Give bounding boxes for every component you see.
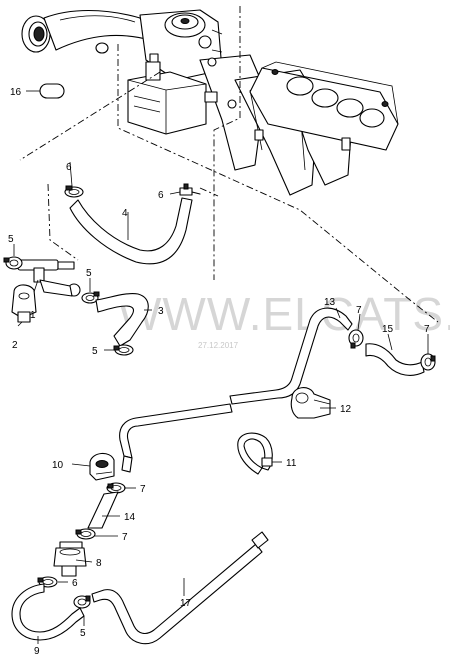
pipe-17-end (251, 531, 269, 549)
callout-7-mid-a: 7 (140, 484, 146, 495)
hose-clamp-6-top (64, 185, 84, 198)
clamp-5-mid (81, 291, 100, 304)
clamp-7-right-b (420, 353, 436, 371)
clamp-7-mid-a (106, 482, 126, 494)
callout-5-left: 5 (8, 234, 14, 245)
hose-9 (11, 583, 85, 641)
clamp-7-mid-b (75, 528, 96, 540)
callout-1: 1 (30, 310, 36, 321)
callout-5-lower: 5 (92, 346, 98, 357)
clamp-7-right-a (348, 329, 364, 349)
bracket-2 (11, 284, 37, 323)
gasket-16 (39, 83, 65, 99)
clamp-5-bottom (73, 595, 91, 609)
callout-12: 12 (340, 404, 352, 415)
reference-line-tee (47, 183, 79, 261)
leader-lines (13, 90, 429, 644)
reference-line-manifold (117, 44, 439, 323)
callout-labels: 16 6 6 4 5 5 1 2 3 5 13 7 15 7 12 11 10 … (8, 87, 430, 657)
reference-line-left (19, 71, 161, 161)
pipe-middle (119, 403, 233, 459)
date-stamp: 27.12.2017 (198, 341, 239, 350)
reference-line-screw (199, 187, 219, 197)
reference-line-right (213, 6, 241, 280)
callout-8: 8 (96, 558, 102, 569)
callout-7-right-b: 7 (424, 324, 430, 335)
callout-13: 13 (324, 297, 336, 308)
callout-6-lower: 6 (72, 578, 78, 589)
hose-4 (69, 197, 193, 265)
pipe-17 (91, 543, 263, 645)
clamp-5-lower (113, 344, 134, 356)
callout-5-bottom: 5 (80, 628, 86, 639)
callout-6-top: 6 (66, 162, 72, 173)
callout-3: 3 (158, 306, 164, 317)
hose-14 (87, 491, 119, 529)
intake-manifold (21, 9, 399, 196)
cable-tie-11 (237, 432, 273, 475)
watermark: WWW.ELCATS.RU (118, 288, 450, 340)
hose-15 (365, 343, 425, 376)
callout-17: 17 (180, 598, 192, 609)
callout-15: 15 (382, 324, 394, 335)
callout-16: 16 (10, 87, 22, 98)
bracket-12 (290, 387, 331, 419)
callout-4: 4 (122, 208, 128, 219)
callout-5-mid: 5 (86, 268, 92, 279)
holder-10 (89, 452, 115, 481)
callout-14: 14 (124, 512, 136, 523)
hose-3 (95, 293, 149, 347)
callout-7-mid-b: 7 (122, 532, 128, 543)
pipe-middle-end (121, 455, 133, 473)
callout-6-screw: 6 (158, 190, 164, 201)
clamp-5-left (3, 256, 23, 270)
callout-11: 11 (286, 458, 297, 469)
screw-6 (179, 183, 201, 196)
callout-2: 2 (12, 340, 18, 351)
callout-10: 10 (52, 460, 64, 471)
callout-9: 9 (34, 646, 40, 657)
valve-8 (53, 541, 87, 577)
callout-7-right-a: 7 (356, 305, 362, 316)
